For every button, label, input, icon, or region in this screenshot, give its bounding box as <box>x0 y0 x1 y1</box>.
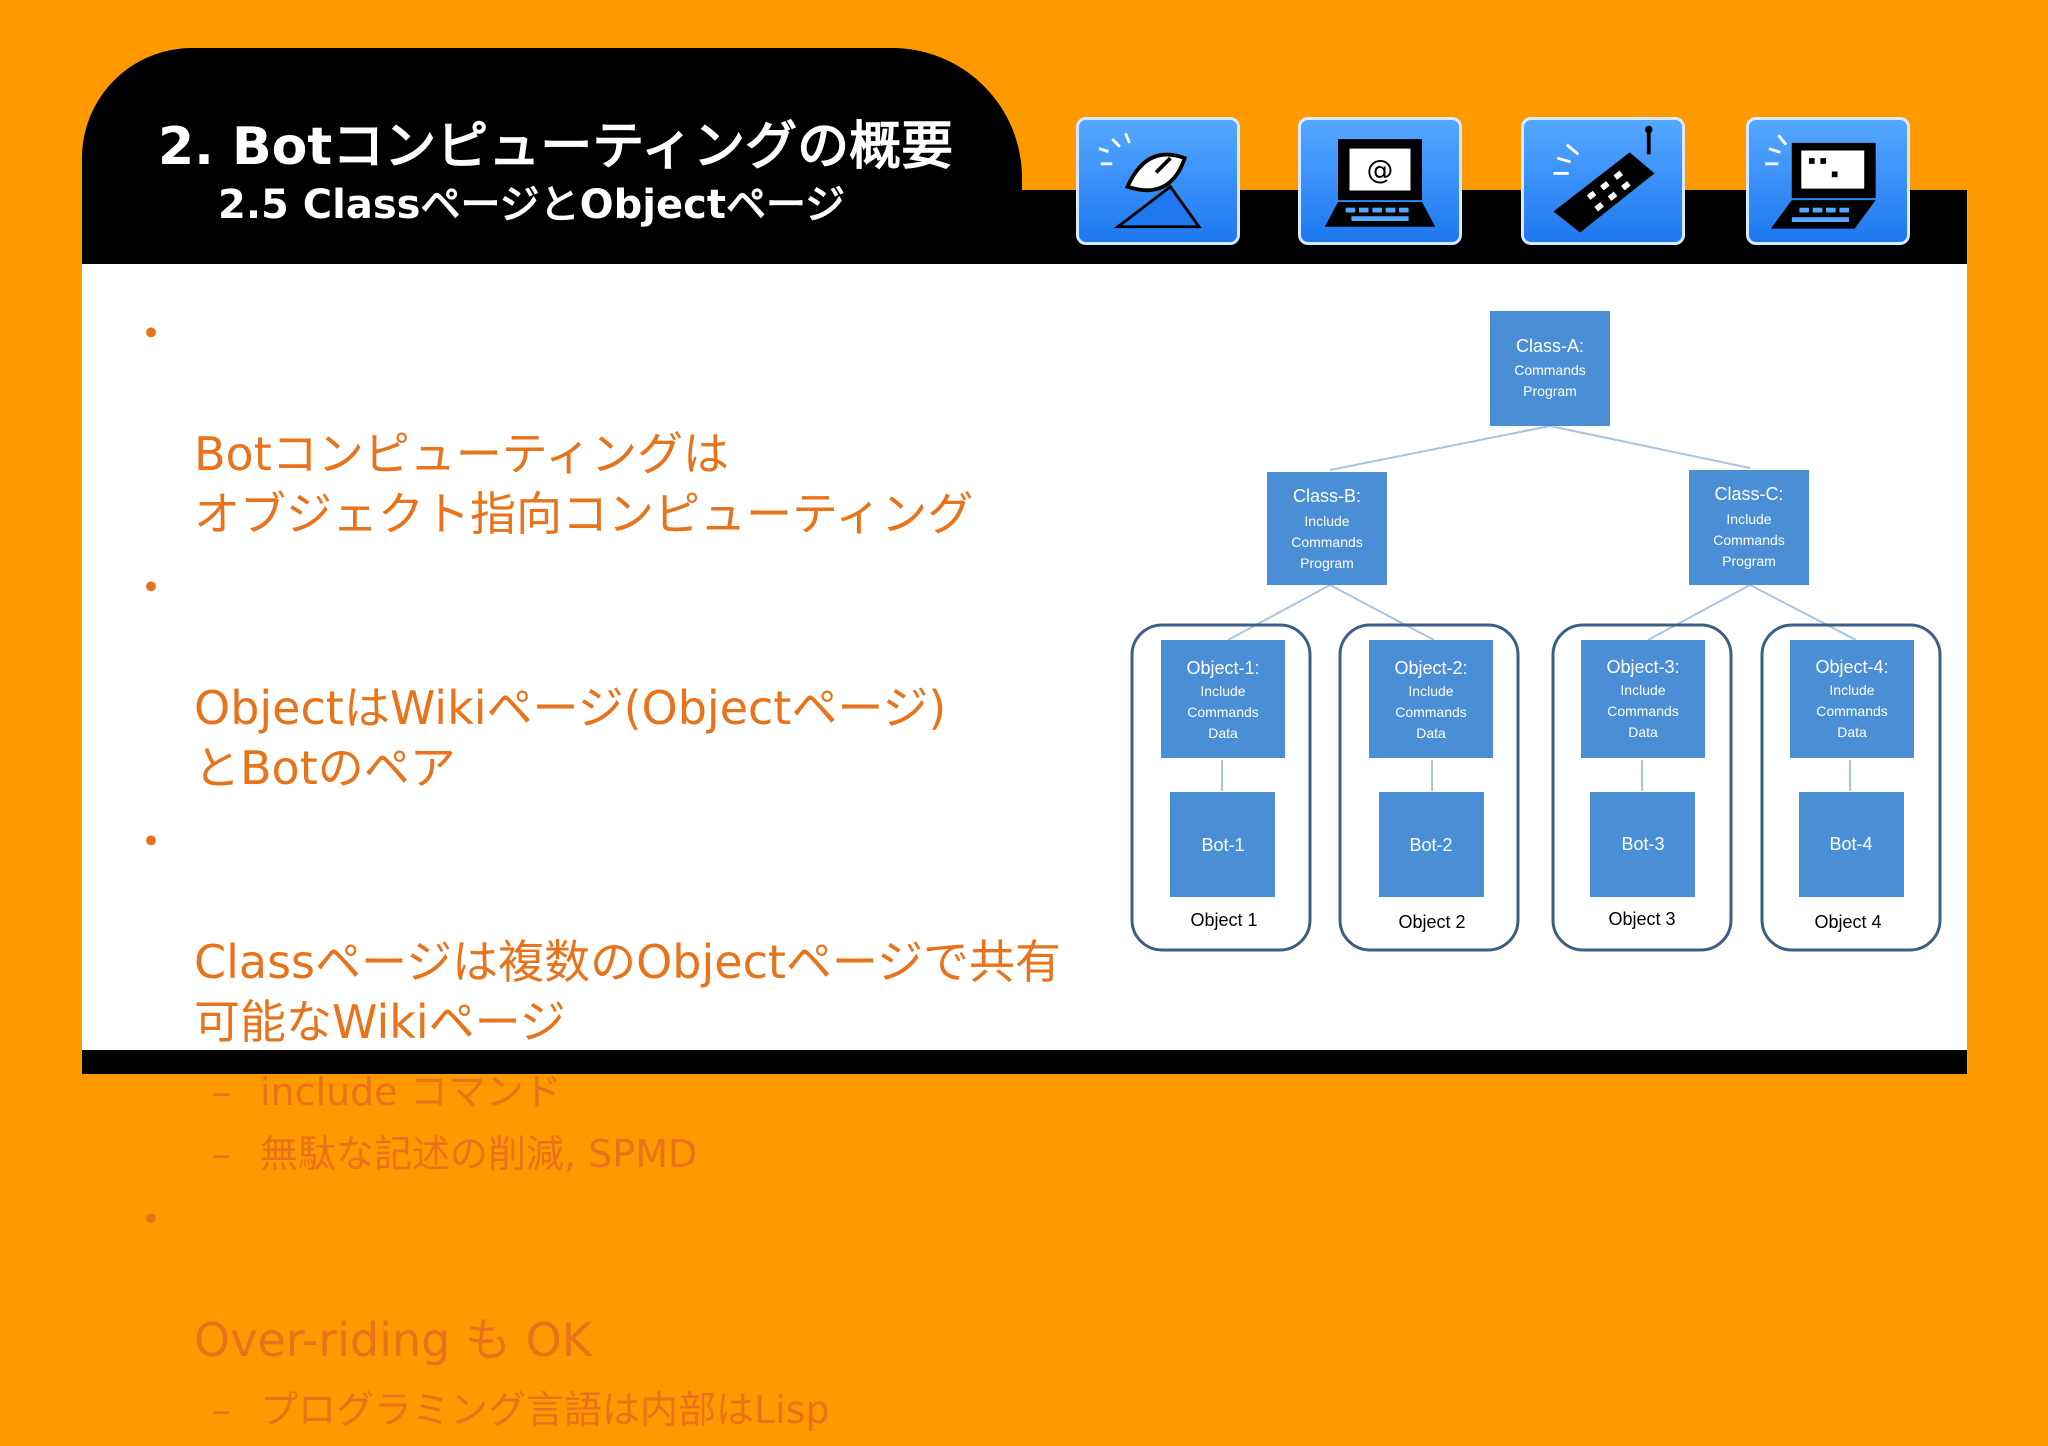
page-subtitle: 2.5 ClassページとObjectページ <box>218 182 846 228</box>
class-a-title: Class-A: <box>1516 336 1584 356</box>
object-2-container <box>1338 623 1520 952</box>
mobile-phone-icon <box>1521 117 1685 245</box>
bullet-text: Classページは複数のObjectページで共有 可能なWikiページ <box>194 935 1061 1049</box>
bot-3-label: Bot-3 <box>1621 834 1664 854</box>
object-3-caption: Object 3 <box>1608 909 1675 929</box>
bullet-item: ・ Botコンピューティングは オブジェクト指向コンピューティング <box>128 304 1108 544</box>
object-1-container <box>1130 623 1312 952</box>
bullet-text: Botコンピューティングは オブジェクト指向コンピューティング <box>194 427 974 541</box>
object-4-title: Object-4: <box>1815 657 1888 677</box>
bullet-text: ObjectはWikiページ(Objectページ) とBotのペア <box>194 681 947 795</box>
class-c-line: Program <box>1722 553 1776 569</box>
object-2-caption: Object 2 <box>1398 912 1465 932</box>
class-b-box <box>1267 472 1387 585</box>
object-2-line: Commands <box>1395 704 1467 720</box>
object-1-line: Commands <box>1187 704 1259 720</box>
class-a-line: Commands <box>1514 362 1586 378</box>
object-4-line: Commands <box>1816 703 1888 719</box>
object-1-caption: Object 1 <box>1190 910 1257 930</box>
bullet-item: ・ ObjectはWikiページ(Objectページ) とBotのペア <box>128 558 1108 798</box>
object-1-line: Include <box>1200 683 1245 699</box>
bot-3-box <box>1590 792 1695 897</box>
sub-bullet-item: – 無駄な記述の削減, SPMD <box>128 1128 1108 1180</box>
computer-email-icon: @ <box>1298 117 1462 245</box>
class-b-title: Class-B: <box>1293 486 1361 506</box>
object-4-line: Data <box>1837 724 1867 740</box>
object-3-line: Commands <box>1607 703 1679 719</box>
bullet-mark: ・ <box>128 1193 174 1247</box>
object-2-line: Data <box>1416 725 1446 741</box>
satellite-dish-icon <box>1076 117 1240 245</box>
bullet-item: ・ Classページは複数のObjectページで共有 可能なWikiページ <box>128 812 1108 1052</box>
sub-bullet-text: 無駄な記述の削減, SPMD <box>260 1132 698 1176</box>
object-2-line: Include <box>1408 683 1453 699</box>
class-c-box <box>1689 470 1809 585</box>
object-4-line: Include <box>1829 682 1874 698</box>
bullet-mark: ・ <box>128 307 174 361</box>
object-4-box <box>1790 640 1914 758</box>
class-c-line: Include <box>1726 511 1771 527</box>
bullet-mark: ・ <box>128 561 174 615</box>
sub-bullet-text: プログラミング言語は内部はLisp <box>260 1388 830 1432</box>
object-4-caption: Object 4 <box>1814 912 1881 932</box>
class-object-diagram: Class-A: Commands Program Class-B: Inclu… <box>1130 311 1942 952</box>
bot-2-box <box>1379 792 1484 897</box>
bullet-item: ・ Over-riding も OK <box>128 1190 1108 1370</box>
object-2-box <box>1369 640 1493 758</box>
class-b-line: Commands <box>1291 534 1363 550</box>
object-3-box <box>1581 640 1705 758</box>
object-1-box <box>1161 640 1285 758</box>
computer-terminal-icon <box>1746 117 1910 245</box>
object-1-line: Data <box>1208 725 1238 741</box>
class-b-line: Include <box>1304 513 1349 529</box>
class-b-line: Program <box>1300 555 1354 571</box>
bot-1-label: Bot-1 <box>1201 835 1244 855</box>
header-tab <box>82 48 1022 264</box>
bot-4-label: Bot-4 <box>1829 834 1872 854</box>
class-a-line: Program <box>1523 383 1577 399</box>
sub-bullet-item: – include コマンド <box>128 1066 1108 1118</box>
bullet-text: Over-riding も OK <box>194 1313 592 1367</box>
object-4-container <box>1760 623 1942 952</box>
object-3-container <box>1551 623 1733 952</box>
sub-bullet-text: include コマンド <box>260 1070 562 1114</box>
bullet-list: ・ Botコンピューティングは オブジェクト指向コンピューティング ・ Obje… <box>128 304 1108 1446</box>
class-c-line: Commands <box>1713 532 1785 548</box>
object-3-title: Object-3: <box>1606 657 1679 677</box>
object-3-line: Data <box>1628 724 1658 740</box>
class-a-box <box>1490 311 1610 426</box>
class-c-title: Class-C: <box>1714 484 1783 504</box>
svg-text:@: @ <box>1367 155 1394 186</box>
sub-bullet-mark: – <box>212 1070 231 1114</box>
sub-bullet-item: – プログラミング言語は内部はLisp <box>128 1384 1108 1436</box>
bullet-mark: ・ <box>128 815 174 869</box>
sub-bullet-mark: – <box>212 1132 231 1176</box>
object-2-title: Object-2: <box>1394 658 1467 678</box>
footer-bar <box>82 1050 1967 1074</box>
bot-1-box <box>1170 792 1275 897</box>
bot-4-box <box>1799 792 1904 897</box>
sub-bullet-mark: – <box>212 1388 231 1432</box>
page-title: 2. Botコンピューティングの概要 <box>158 117 954 177</box>
object-1-title: Object-1: <box>1186 658 1259 678</box>
object-3-line: Include <box>1620 682 1665 698</box>
bot-2-label: Bot-2 <box>1409 835 1452 855</box>
